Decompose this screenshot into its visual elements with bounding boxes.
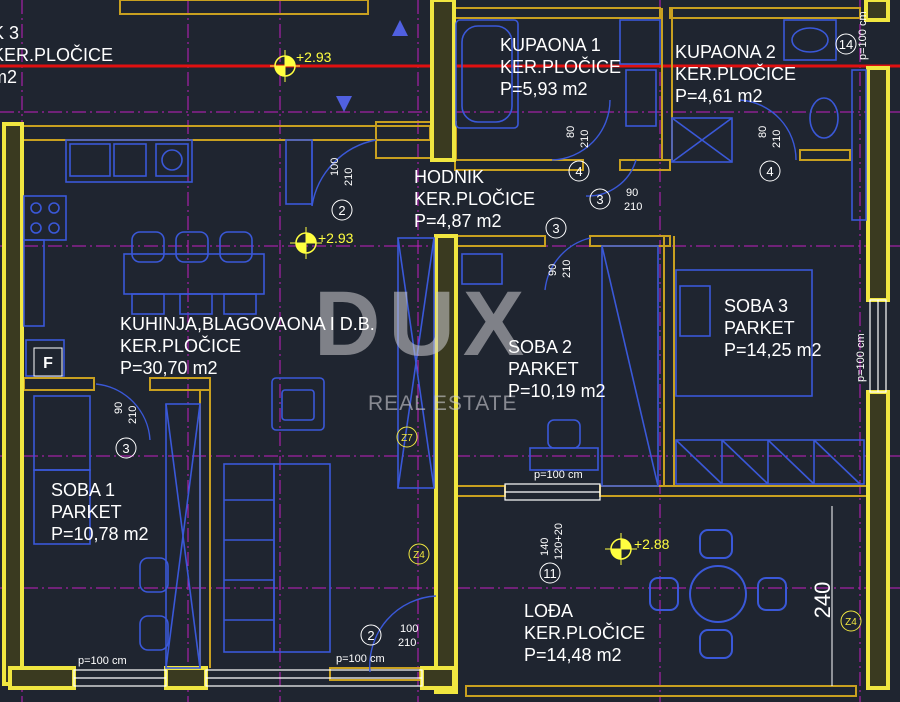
svg-text:210: 210 <box>343 168 355 186</box>
svg-text:90: 90 <box>547 264 559 276</box>
window-tag-height: 120+20 <box>553 523 565 560</box>
wall-tags: Z7 Z4 Z4 <box>396 426 862 632</box>
svg-text:3: 3 <box>122 441 129 456</box>
room-name: LOĐA <box>524 601 574 621</box>
room-label-k3: K 3 KER.PLOČICE m2 <box>0 22 113 88</box>
svg-text:210: 210 <box>561 260 573 278</box>
room-floor: KER.PLOČICE <box>500 57 622 77</box>
wall-tag: Z4 <box>845 617 857 628</box>
door-tag: 2 100 210 <box>329 158 355 221</box>
parapet-label: p=100 cm <box>534 469 583 481</box>
room-name: KUPAONA 2 <box>675 42 776 62</box>
appliance-box <box>33 347 63 377</box>
room-floor: KER.PLOČICE <box>0 45 114 65</box>
svg-text:4: 4 <box>766 164 773 179</box>
svg-text:3: 3 <box>552 221 559 236</box>
room-name: HODNIK <box>414 167 485 187</box>
room-label-hodnik: HODNIK KER.PLOČICE P=4,87 m2 <box>414 166 535 232</box>
windows <box>73 299 887 687</box>
svg-text:210: 210 <box>579 130 591 148</box>
kitchen-fixtures <box>23 139 331 669</box>
door-tag: 4 80 210 <box>565 126 591 182</box>
room-name: K 3 <box>0 23 20 43</box>
triangle-marker-icon <box>336 96 352 112</box>
room-area: P=5,93 m2 <box>500 79 588 99</box>
room-label-kupaona-1: KUPAONA 1 KER.PLOČICE P=5,93 m2 <box>500 34 621 100</box>
level-text: +2.93 <box>296 49 332 65</box>
parapet-label: p=100 cm <box>855 333 867 382</box>
window-tag-label: p=100 cm <box>857 11 869 60</box>
svg-text:3: 3 <box>596 192 603 207</box>
room-floor: PARKET <box>724 318 795 338</box>
parapet-label: p=100 cm <box>78 655 127 667</box>
room-floor: KER.PLOČICE <box>524 623 646 643</box>
svg-text:2: 2 <box>367 628 374 643</box>
window-tag-number: 11 <box>543 566 557 581</box>
svg-text:100: 100 <box>329 158 341 176</box>
room-area: m2 <box>0 67 18 87</box>
room-area: P=10,78 m2 <box>51 524 149 544</box>
bathroom-fixtures <box>455 19 867 221</box>
room-area: P=4,61 m2 <box>675 86 763 106</box>
room-area: P=10,19 m2 <box>508 381 606 401</box>
room-name: SOBA 1 <box>51 480 116 500</box>
room-label-loda: LOĐA KER.PLOČICE P=14,48 m2 <box>524 600 645 666</box>
door-tag: 2 100 210 <box>360 623 418 649</box>
room-name: SOBA 3 <box>724 296 789 316</box>
door-swings <box>95 99 797 673</box>
door-tag: 3 90 210 <box>113 402 139 459</box>
triangle-marker-icon <box>392 20 408 36</box>
balcony-furniture <box>649 529 787 659</box>
room-area: P=4,87 m2 <box>414 211 502 231</box>
load-bearing-walls <box>2 0 890 694</box>
svg-text:80: 80 <box>757 126 769 138</box>
room-area: P=14,48 m2 <box>524 645 622 665</box>
parapet-labels: p=100 cm p=100 cm p=100 cm p=100 cm <box>78 333 867 667</box>
room-area: P=30,70 m2 <box>120 358 218 378</box>
svg-text:90: 90 <box>113 402 125 414</box>
svg-text:2: 2 <box>338 203 345 218</box>
watermark-subtitle: REAL ESTATE <box>368 392 518 415</box>
room-floor: KER.PLOČICE <box>120 336 242 356</box>
room-floor: KER.PLOČICE <box>414 189 536 209</box>
room-label-kupaona-2: KUPAONA 2 KER.PLOČICE P=4,61 m2 <box>675 41 796 107</box>
door-tags: 2 100 210 3 90 210 4 80 210 4 80 210 3 9… <box>113 126 783 649</box>
door-tag: 4 80 210 <box>757 126 783 182</box>
svg-text:4: 4 <box>575 164 582 179</box>
room-name: KUHINJA,BLAGOVAONA I D.B. <box>120 314 375 334</box>
wall-tag: Z7 <box>401 433 413 444</box>
room-floor: KER.PLOČICE <box>675 64 797 84</box>
door-tag: 3 90 210 <box>589 187 642 213</box>
bedroom-fixtures <box>397 237 865 489</box>
level-text: +2.93 <box>318 230 354 246</box>
room-label-soba-1: SOBA 1 PARKET P=10,78 m2 <box>51 479 149 545</box>
svg-text:210: 210 <box>398 637 416 649</box>
room-floor: PARKET <box>508 359 579 379</box>
window-tag-number: 14 <box>839 37 853 52</box>
level-markers: +2.93 +2.93 +2.88 <box>270 49 670 565</box>
window-tags: 14 p=100 cm 11 140 120+20 <box>539 11 869 584</box>
svg-text:90: 90 <box>626 187 638 199</box>
wall-tag: Z4 <box>413 550 425 561</box>
window-tag-width: 140 <box>539 538 551 556</box>
appliance-label: F <box>43 355 53 372</box>
svg-text:210: 210 <box>771 130 783 148</box>
parapet-label: p=100 cm <box>336 653 385 665</box>
room-label-soba-2: SOBA 2 PARKET P=10,19 m2 <box>508 336 606 402</box>
svg-text:80: 80 <box>565 126 577 138</box>
watermark-logo: DUX <box>314 273 533 375</box>
room-name: SOBA 2 <box>508 337 573 357</box>
dimension-value: 240 <box>810 582 835 619</box>
room-name: KUPAONA 1 <box>500 35 601 55</box>
svg-text:210: 210 <box>127 406 139 424</box>
svg-text:100: 100 <box>400 623 418 635</box>
door-tag: 3 90 210 <box>545 217 573 278</box>
level-text: +2.88 <box>634 536 670 552</box>
room-label-soba-3: SOBA 3 PARKET P=14,25 m2 <box>724 295 822 361</box>
svg-text:210: 210 <box>624 201 642 213</box>
room-label-kuhinja: KUHINJA,BLAGOVAONA I D.B. KER.PLOČICE P=… <box>120 313 375 379</box>
room-area: P=14,25 m2 <box>724 340 822 360</box>
room-floor: PARKET <box>51 502 122 522</box>
